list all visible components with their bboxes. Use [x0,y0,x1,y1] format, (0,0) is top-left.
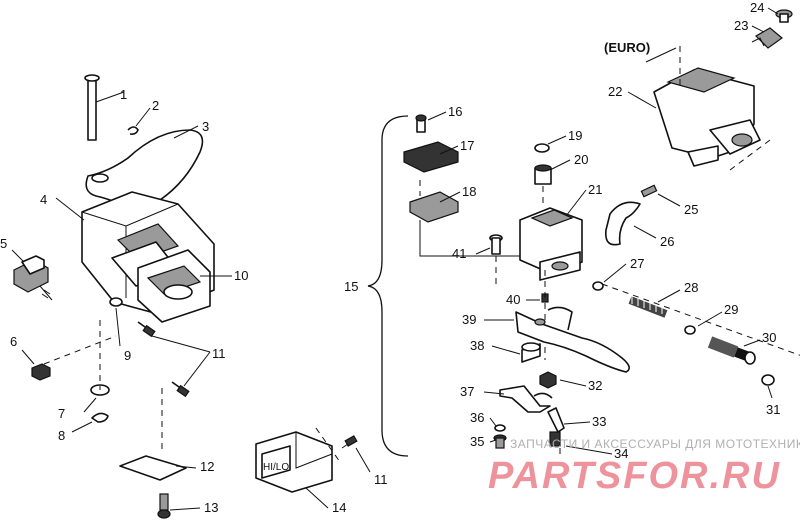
part-29-oring [684,325,696,335]
callout-11-right: 11 [374,472,388,487]
callout-labels: 1 2 3 4 5 6 7 8 9 10 11 11 12 13 14 15 1… [0,0,780,515]
leader-6 [43,335,117,365]
part-11-screw-right [341,435,358,449]
callout-41: 41 [452,246,466,261]
callout-37: 37 [460,384,474,399]
leaders-left [11,91,371,511]
part-36-washer [494,424,506,432]
part-17-cover [403,141,459,173]
part-19-cap [534,143,550,153]
callout-28: 28 [684,280,698,295]
callout-8: 8 [58,428,65,443]
part-11-screws-left [137,321,190,398]
part-32-nut [539,371,557,389]
part-13-screw [157,493,171,519]
part-30-piston [707,336,756,365]
callout-18: 18 [462,184,476,199]
callout-3: 3 [202,119,209,134]
callout-25: 25 [684,202,698,217]
watermark-brand: PARTSFOR.RU [488,455,781,497]
callout-16: 16 [448,104,462,119]
lever-pivot [534,318,546,326]
axis-plunger [601,283,800,356]
bracket-18-21 [419,220,530,257]
part-8-clip [91,412,109,423]
callout-7: 7 [58,406,65,421]
part-24-cap [775,9,793,23]
callout-22: 22 [608,84,622,99]
part-25-screw [640,184,658,198]
callout-4: 4 [40,192,47,207]
part-22-euro-master-cylinder [653,67,761,167]
part-28-spring [628,296,668,318]
callout-9: 9 [124,348,131,363]
callout-13: 13 [204,500,218,515]
part-39-brake-lever [515,306,630,373]
watermark-tagline: ЗАПЧАСТИ И АКСЕССУАРЫ ДЛЯ МОТОТЕХНИКИ [510,437,800,451]
part-6-nut [31,363,51,381]
part-3-bracket [85,129,204,208]
callout-1: 1 [120,87,127,102]
part-16-screw [415,114,427,133]
callout-11-left: 11 [212,346,226,361]
part-21-master-cylinder [519,207,583,281]
callout-34: 34 [614,446,628,461]
callout-23: 23 [734,18,748,33]
callout-12: 12 [200,459,214,474]
callout-36: 36 [470,410,484,425]
callout-17: 17 [460,138,474,153]
callout-6: 6 [10,334,17,349]
part-12-plate [119,455,187,481]
part-31-clip [761,374,775,386]
callout-15: 15 [344,279,358,294]
callout-30: 30 [762,330,776,345]
part-3-hole [91,173,109,183]
euro-label: (EURO) [604,40,650,55]
euro-line [645,47,677,63]
callout-40: 40 [506,292,520,307]
part-10-switch [137,249,211,323]
part-33-brake-switch [547,407,565,447]
part-37-bracket [499,385,553,413]
callout-26: 26 [660,234,674,249]
part-23-fitting [751,27,783,49]
callout-5: 5 [0,236,7,251]
callout-2: 2 [152,98,159,113]
callout-33: 33 [592,414,606,429]
callout-39: 39 [462,312,476,327]
watermark: ЗАПЧАСТИ И АКСЕССУАРЫ ДЛЯ МОТОТЕХНИКИ PA… [488,437,800,497]
part-20-boot [534,164,552,185]
callout-32: 32 [588,378,602,393]
part-1-bolt [84,74,100,141]
callout-14: 14 [332,500,346,515]
part-35-screw [493,434,507,449]
hi-lo-marking: HI/LO [263,462,289,473]
leader-14 [315,427,341,463]
part-27-washer [592,281,604,291]
callout-38: 38 [470,338,484,353]
brace-15 [367,115,409,457]
axis-22-23 [729,139,771,171]
part-41-pin-bolt [489,234,503,255]
callout-27: 27 [630,256,644,271]
callout-20: 20 [574,152,588,167]
callout-29: 29 [724,302,738,317]
callout-35: 35 [470,434,484,449]
part-26-clamp [604,201,641,246]
part-38-bushing [521,342,541,363]
callout-10: 10 [234,268,248,283]
part-5-connector [13,255,53,301]
part-14-switch-box: HI/LO [255,431,333,493]
callout-24: 24 [750,0,764,15]
leaders-right [427,7,779,455]
part-9-washer [109,297,123,307]
callout-31: 31 [766,402,780,417]
part-2-clip [127,126,139,135]
callout-21: 21 [588,182,602,197]
callout-19: 19 [568,128,582,143]
